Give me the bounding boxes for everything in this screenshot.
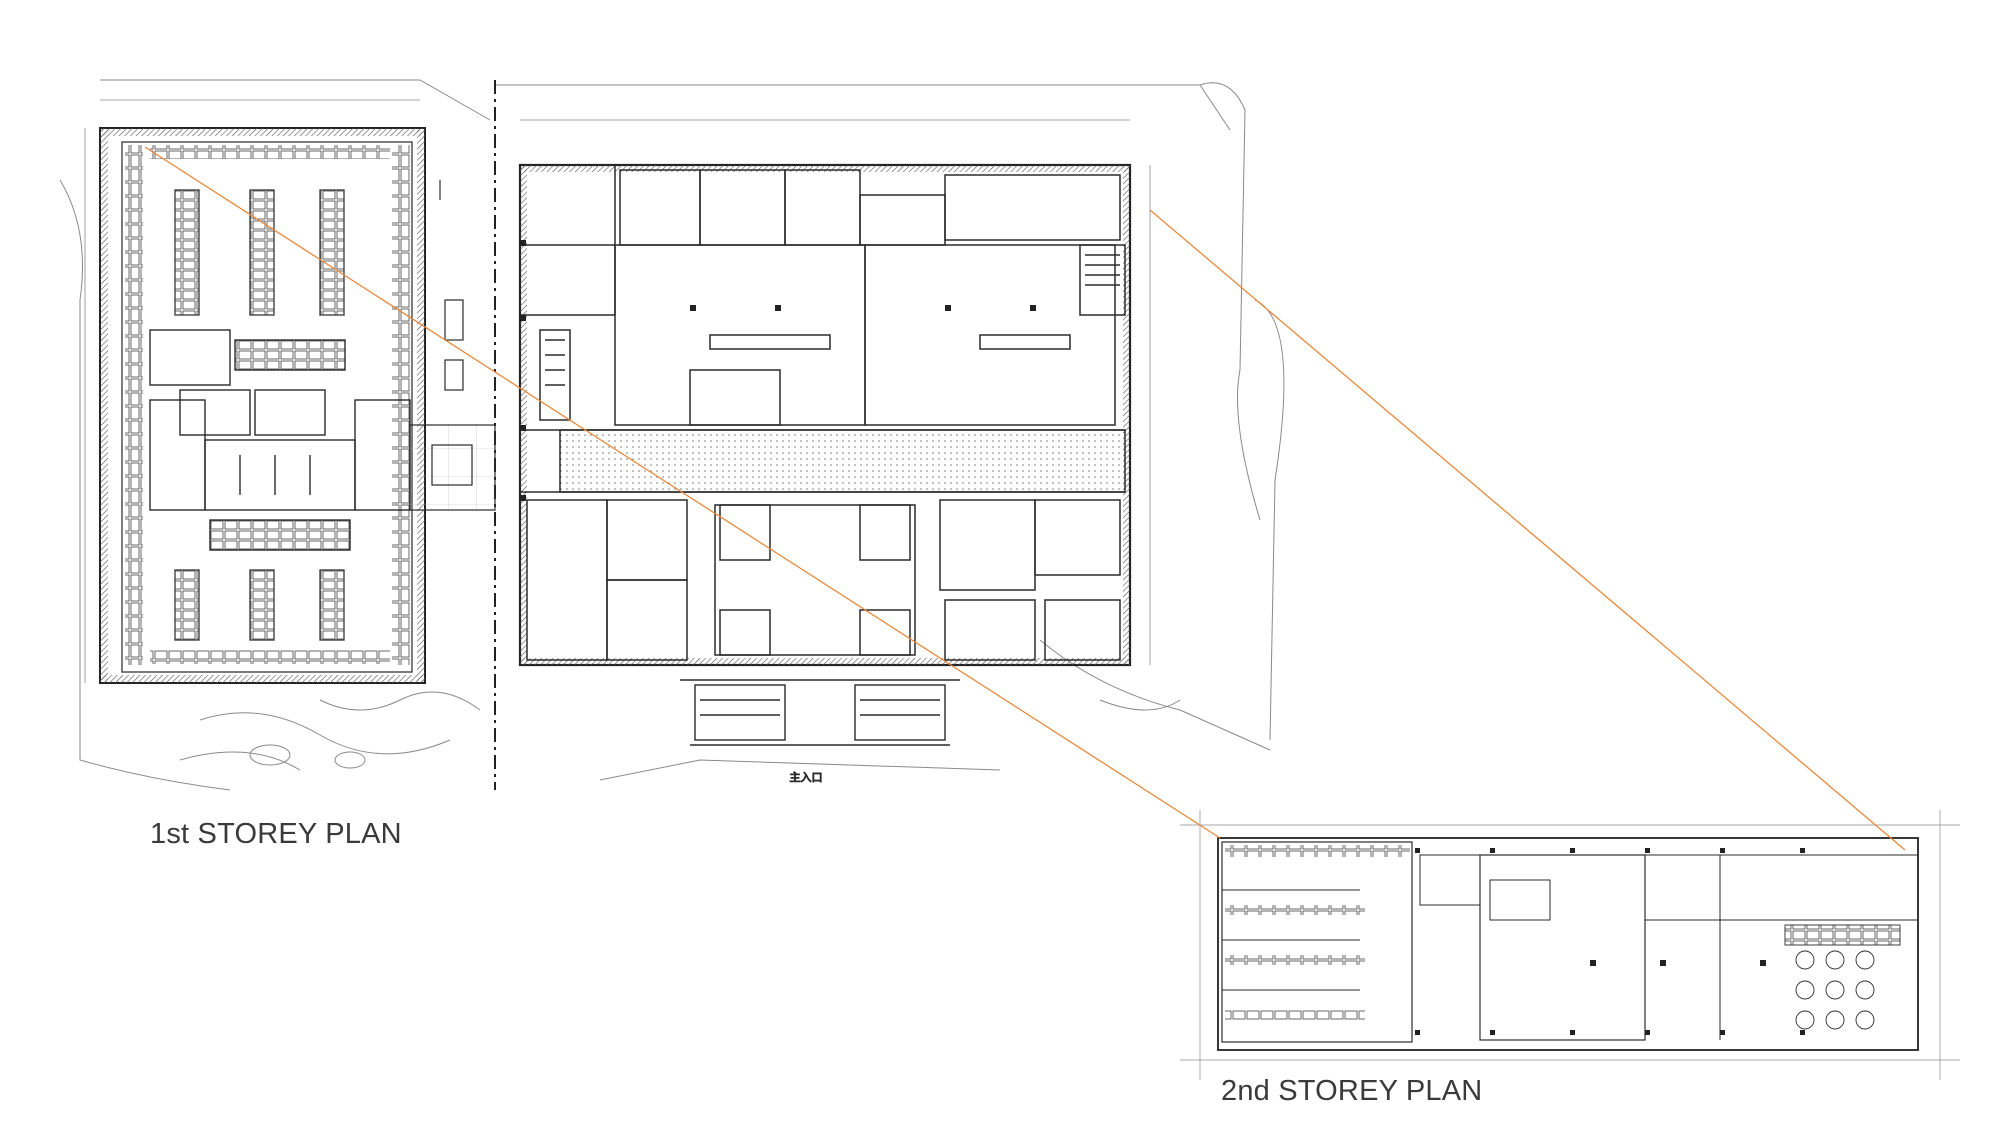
main-building	[518, 163, 1132, 667]
second-storey-title: 2nd STOREY PLAN	[1221, 1075, 1483, 1107]
first-storey-title: 1st STOREY PLAN	[150, 818, 402, 850]
dining-tables	[1784, 924, 1901, 1030]
landscape	[179, 691, 1181, 771]
central-court	[409, 180, 496, 511]
left-wing	[99, 127, 426, 684]
first-storey-plan: 主入口	[59, 79, 1285, 791]
second-storey-plan	[1180, 810, 1960, 1080]
dimension-lines	[84, 99, 1151, 683]
callout-leader-lines	[144, 146, 1906, 851]
entrance-portico	[680, 679, 960, 746]
main-entrance-label: 主入口	[790, 771, 823, 784]
